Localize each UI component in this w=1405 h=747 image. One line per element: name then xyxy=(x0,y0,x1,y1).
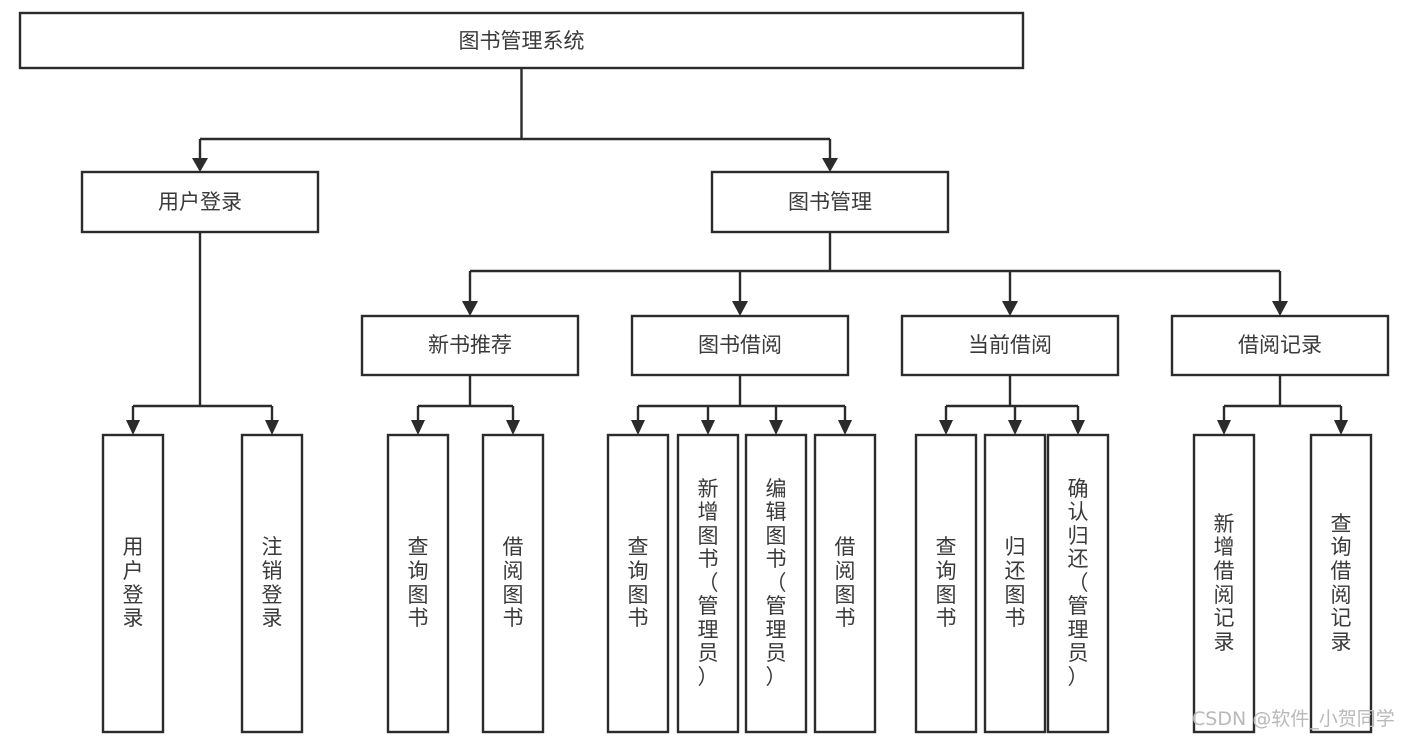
node-user-login-box[interactable] xyxy=(80,170,320,234)
arrowhead-book-manage xyxy=(822,158,838,172)
arrowhead-leaf-edit-book xyxy=(769,420,783,435)
node-book-borrow-label: 图书借阅 xyxy=(698,333,782,357)
arrowhead-leaf-user-login xyxy=(126,420,140,435)
connector-group-book-manage xyxy=(462,232,1288,316)
leaf-add-book-box[interactable] xyxy=(676,433,740,734)
leaf-query-book-1-box[interactable] xyxy=(386,433,450,734)
arrowhead-leaf-logout xyxy=(265,420,279,435)
connector-group-root xyxy=(192,68,838,172)
connector-group-current-borrow xyxy=(939,375,1085,435)
leaf-borrow-book-1-box[interactable] xyxy=(481,433,545,734)
arrowhead-borrow-record xyxy=(1272,301,1288,316)
arrowhead-leaf-query-record xyxy=(1334,420,1348,435)
csdn-watermark: CSDN @软件_小贺同学 xyxy=(1192,708,1395,730)
arrowhead-leaf-query-book-3 xyxy=(939,420,953,435)
leaf-borrow-book-2-box[interactable] xyxy=(813,433,877,734)
arrowhead-current-borrow xyxy=(1002,301,1018,316)
node-book-manage-box[interactable] xyxy=(710,170,950,234)
leaf-logout-box[interactable] xyxy=(240,433,304,734)
node-root[interactable]: 图书管理系统 xyxy=(18,11,1025,70)
arrowhead-leaf-borrow-book-1 xyxy=(506,420,520,435)
connector-group-new-book-rec xyxy=(411,375,520,435)
node-borrow-record[interactable]: 借阅记录 xyxy=(1170,314,1390,377)
arrowhead-leaf-return-book xyxy=(1008,420,1022,435)
arrowhead-leaf-add-book xyxy=(701,420,715,435)
node-current-borrow-box[interactable] xyxy=(900,314,1120,377)
node-borrow-record-box[interactable] xyxy=(1170,314,1390,377)
leaf-query-book-2-box[interactable] xyxy=(606,433,670,734)
leaf-confirm-return-box[interactable] xyxy=(1046,433,1110,734)
node-current-borrow[interactable]: 当前借阅 xyxy=(900,314,1120,377)
leaf-user-login-box[interactable] xyxy=(101,433,165,734)
arrowhead-user-login xyxy=(192,158,208,172)
node-new-book-rec-box[interactable] xyxy=(360,314,580,377)
node-book-manage[interactable]: 图书管理 xyxy=(710,170,950,234)
node-new-book-rec[interactable]: 新书推荐 xyxy=(360,314,580,377)
node-book-borrow-box[interactable] xyxy=(630,314,850,377)
leaf-edit-book-box[interactable] xyxy=(744,433,808,734)
connector-group-user-login xyxy=(126,232,279,435)
arrowhead-leaf-confirm-return xyxy=(1071,420,1085,435)
node-user-login-label: 用户登录 xyxy=(158,190,242,214)
leaf-boxes-group xyxy=(101,433,1373,734)
leaf-query-record-box[interactable] xyxy=(1309,433,1373,734)
leaf-query-book-3-box[interactable] xyxy=(914,433,978,734)
node-book-borrow[interactable]: 图书借阅 xyxy=(630,314,850,377)
node-root-label: 图书管理系统 xyxy=(459,29,585,53)
arrowhead-leaf-query-book-1 xyxy=(411,420,425,435)
connector-group-book-borrow xyxy=(631,375,852,435)
arrowhead-new-book-rec xyxy=(462,301,478,316)
node-user-login[interactable]: 用户登录 xyxy=(80,170,320,234)
leaf-return-book-box[interactable] xyxy=(983,433,1047,734)
arrowhead-leaf-borrow-book-2 xyxy=(838,420,852,435)
node-book-manage-label: 图书管理 xyxy=(788,190,872,214)
node-new-book-rec-label: 新书推荐 xyxy=(428,333,512,357)
connector-group-borrow-record xyxy=(1217,375,1348,435)
arrowhead-book-borrow xyxy=(732,301,748,316)
node-borrow-record-label: 借阅记录 xyxy=(1238,333,1322,357)
node-current-borrow-label: 当前借阅 xyxy=(968,333,1052,357)
arrowhead-leaf-query-book-2 xyxy=(631,420,645,435)
arrowhead-leaf-add-record xyxy=(1217,420,1231,435)
leaf-add-record-box[interactable] xyxy=(1192,433,1256,734)
node-root-box[interactable] xyxy=(18,11,1025,70)
